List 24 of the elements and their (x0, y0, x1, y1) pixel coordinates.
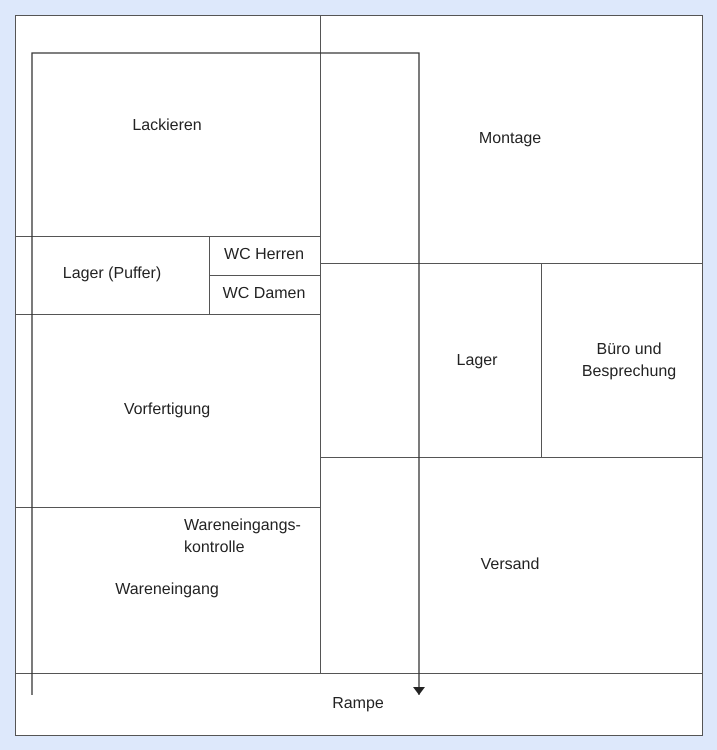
room-label: Montage (478, 129, 542, 149)
room (320, 263, 542, 458)
room (15, 314, 321, 508)
room-label: WC Herren (224, 245, 304, 265)
room-label: Rampe (332, 694, 384, 714)
room (209, 275, 321, 315)
room (15, 673, 703, 736)
room-label: Wareneingangs-kontrolle (184, 516, 302, 558)
flow-arrow (31, 52, 425, 695)
room-label: Büro und Besprechung (580, 340, 678, 382)
room-label: Lager (456, 351, 498, 371)
room-label: Wareneingang (115, 580, 219, 600)
room-label: Versand (480, 555, 540, 575)
room-label: WC Damen (222, 284, 306, 304)
room (209, 236, 321, 276)
room-label: Lager (Puffer) (62, 264, 162, 284)
room (15, 507, 321, 674)
room (320, 457, 703, 674)
room-label: Lackieren (132, 116, 202, 136)
room (541, 263, 703, 458)
room (15, 236, 210, 315)
room (320, 15, 703, 264)
room-label: Vorfertigung (124, 400, 210, 420)
room (15, 15, 321, 237)
